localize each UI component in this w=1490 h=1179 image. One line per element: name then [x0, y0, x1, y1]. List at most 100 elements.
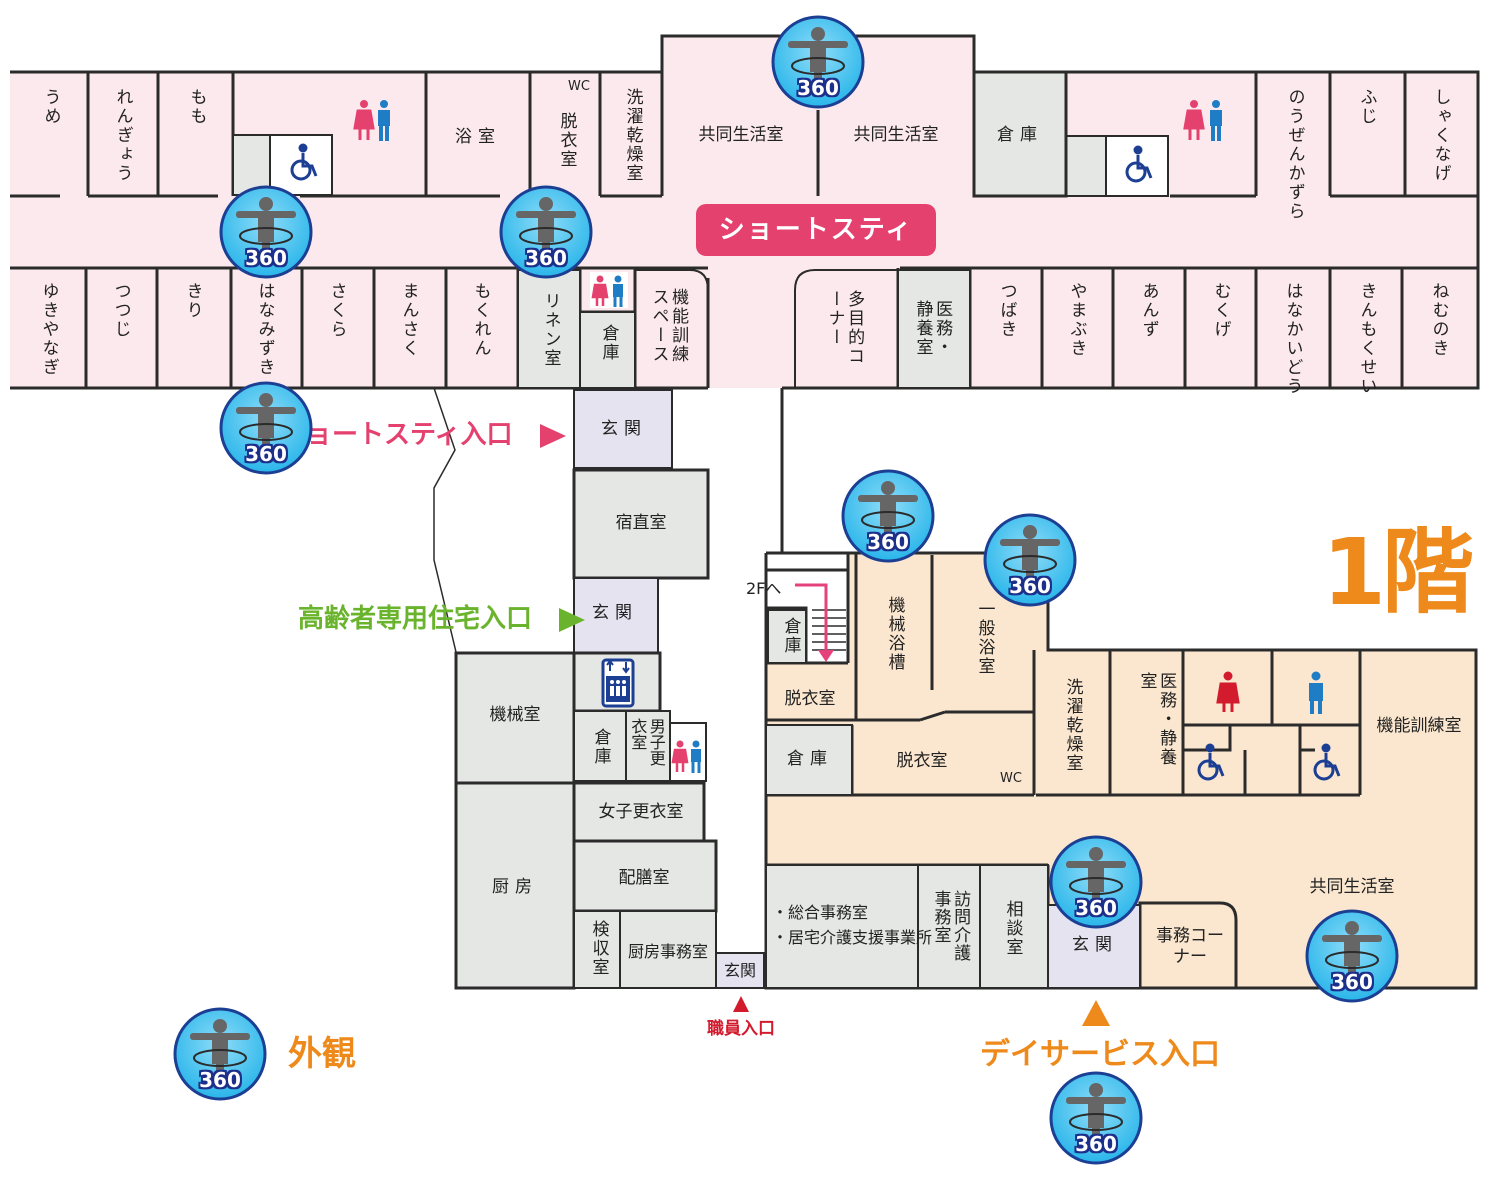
room-laundry-day: 洗濯乾燥室 — [1062, 678, 1083, 773]
room-shakunage: しゃくなげ — [1430, 88, 1451, 183]
room-medical-day: 医務・静養室 — [1136, 672, 1177, 767]
entrance-day-service: 玄関 — [1072, 935, 1118, 956]
elevator-icon — [601, 658, 635, 708]
room-tsutsuji: つつじ — [110, 282, 131, 339]
room-rengyou: れんぎょう — [112, 88, 133, 183]
panorama-360-label: 360 — [199, 1068, 241, 1092]
restroom-icon — [1183, 100, 1222, 141]
room-office-corner: 事務コーナー — [1156, 926, 1224, 968]
arrow-right-icon — [539, 423, 566, 448]
room-dressing-2: 脱衣室 — [896, 751, 948, 772]
room-yukiyanagi: ゆきやなぎ — [38, 282, 59, 377]
male-restroom-icon — [1309, 671, 1323, 714]
room-hanakaidou: はなかいどう — [1282, 282, 1303, 396]
panorama-360-button[interactable]: 360 — [1048, 834, 1144, 930]
panorama-360-label: 360 — [1075, 896, 1117, 920]
room-storage-center: 倉庫 — [590, 728, 611, 766]
room-general-bath: 一般浴室 — [974, 600, 995, 676]
room-machine-bath: 機械浴槽 — [884, 596, 905, 672]
room-dressing-1: 脱衣室 — [784, 689, 836, 710]
room-kitchen-office: 厨房事務室 — [627, 941, 709, 961]
room-fuji: ふじ — [1356, 88, 1377, 126]
room-kitchen: 厨房 — [492, 877, 538, 898]
stairs-arrow-icon — [795, 583, 828, 652]
room-mukuge: むくげ — [1210, 282, 1231, 339]
restroom-icon — [353, 100, 390, 141]
room-storage-top: 倉庫 — [997, 125, 1043, 146]
panorama-360-button[interactable]: 360 — [1048, 1070, 1144, 1166]
panorama-360-button[interactable]: 360 — [498, 184, 594, 280]
room-inspection: 検収室 — [588, 920, 609, 977]
wc-label: WC — [568, 79, 590, 94]
short-stay-entrance-label: ョートスティ入口 — [306, 414, 566, 451]
panorama-360-label: 360 — [867, 530, 909, 554]
room-storage-stairs: 倉庫 — [780, 617, 801, 655]
room-medical-top: 医務・静養室 — [912, 300, 953, 357]
floor-title: 1階 — [1322, 519, 1474, 626]
room-yamabuki: やまぶき — [1066, 282, 1087, 358]
room-night-duty: 宿直室 — [615, 513, 667, 534]
panorama-360-button[interactable]: 360 — [982, 512, 1078, 608]
room-bath: 浴室 — [455, 127, 501, 148]
room-multipurpose: 多目的コーナー — [824, 290, 865, 366]
room-consult: 相談室 — [1002, 900, 1023, 957]
panorama-360-label: 360 — [525, 246, 567, 270]
room-kinmokusei: きんもくせい — [1356, 282, 1377, 396]
arrow-up-icon — [1082, 999, 1110, 1026]
room-laundry: 洗濯乾燥室 — [622, 88, 643, 183]
wc-label-day: WC — [1000, 771, 1022, 786]
room-common-1: 共同生活室 — [698, 125, 784, 146]
arrow-up-icon — [733, 996, 749, 1012]
room-linen: リネン室 — [540, 292, 561, 368]
day-service-entrance-label: デイサービス入口 — [980, 994, 1220, 1073]
wheelchair-icon — [1197, 743, 1225, 781]
room-common-2: 共同生活室 — [853, 125, 939, 146]
room-mokuren: もくれん — [470, 282, 491, 358]
room-general-office: ・総合事務室 — [772, 903, 869, 922]
panorama-360-button[interactable]: 360 — [770, 14, 866, 110]
room-anzu: あんず — [1138, 282, 1159, 339]
stairs-to-2f-label: 2Fへ — [746, 579, 782, 598]
room-serving: 配膳室 — [618, 868, 670, 889]
entrance-short-stay: 玄関 — [601, 419, 647, 440]
panorama-360-button[interactable]: 360 — [1304, 908, 1400, 1004]
room-momo: もも — [186, 88, 207, 126]
room-care-support-office: ・居宅介護支援事業所 — [772, 928, 933, 947]
room-machine: 機械室 — [489, 705, 541, 726]
room-training-space: 機能訓練スペース — [648, 288, 689, 364]
room-nouzenkazura: のうぜんかずら — [1284, 88, 1305, 221]
room-visiting-care: 訪問介護事務室 — [930, 890, 971, 962]
exterior-label: 外観 — [288, 1034, 356, 1074]
restroom-icon — [590, 272, 628, 308]
entrance-housing: 玄関 — [592, 603, 638, 624]
room-womens-locker: 女子更衣室 — [598, 802, 684, 823]
room-common-day: 共同生活室 — [1309, 877, 1395, 898]
panorama-360-button[interactable]: 360 — [218, 380, 314, 476]
panorama-360-button[interactable]: 360 — [840, 468, 936, 564]
wheelchair-icon — [290, 143, 318, 181]
wheelchair-icon — [1313, 743, 1341, 781]
panorama-360-label: 360 — [1331, 970, 1373, 994]
restroom-icon — [671, 740, 701, 773]
room-mens-locker: 男子更衣室 — [628, 718, 666, 766]
room-mansaku: まんさく — [398, 282, 419, 358]
short-stay-badge: ショートスティ — [696, 204, 936, 256]
room-ume: うめ — [40, 88, 61, 126]
arrow-right-icon — [559, 607, 586, 632]
panorama-360-label: 360 — [245, 246, 287, 270]
entrance-staff: 玄関 — [723, 960, 757, 980]
panorama-360-button[interactable]: 360 — [218, 184, 314, 280]
room-training: 機能訓練室 — [1376, 716, 1462, 737]
panorama-360-label: 360 — [245, 442, 287, 466]
housing-entrance-label: 高齢者専用住宅入口 — [298, 598, 586, 635]
panorama-360-label: 360 — [797, 76, 839, 100]
room-kiri: きり — [182, 282, 203, 320]
room-storage-day: 倉庫 — [787, 749, 833, 770]
room-sakura: さくら — [326, 282, 347, 339]
female-restroom-icon — [1216, 671, 1240, 712]
panorama-360-button[interactable]: 360 — [172, 1006, 268, 1102]
wheelchair-icon — [1125, 145, 1153, 183]
panorama-360-label: 360 — [1075, 1132, 1117, 1156]
room-dressing: 脱衣室 — [556, 112, 577, 169]
